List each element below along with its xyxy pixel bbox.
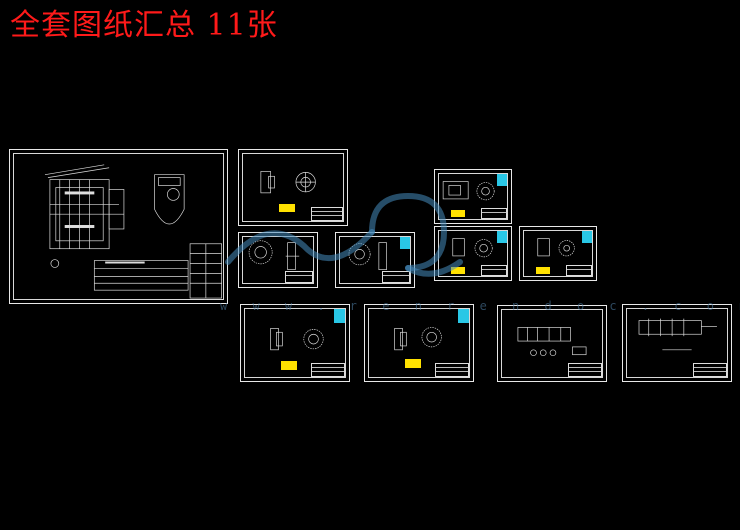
title-block [568,363,602,377]
drawing-sheet-assembly[interactable] [9,149,228,304]
cyan-tag [458,309,469,323]
part-drawing [452,238,493,258]
sheet-border [13,153,224,300]
title-block [481,265,507,276]
watermark-url: w w w . r e n r e n d o c . c o m [220,299,740,313]
drawing-sheet-part-9[interactable] [497,305,607,382]
part-drawing [537,238,575,257]
drawing-sheet-part-5[interactable] [434,226,512,281]
sheet-border [368,308,470,378]
title-block [382,271,410,283]
sheet-border [626,308,728,378]
page-title: 全套图纸汇总 11张 [10,8,278,43]
note-label [405,359,421,368]
drawing-sheet-part-2[interactable] [238,232,318,288]
drawing-sheet-part-7[interactable] [240,304,350,382]
assembly-drawing [44,164,222,299]
cyan-tag [334,309,345,323]
title-block [311,207,343,221]
note-label [451,267,465,274]
note-label [281,361,297,370]
drawing-sheet-part-6[interactable] [519,226,597,281]
note-label [279,204,295,212]
sheet-border [242,153,344,222]
part-drawing [517,327,587,357]
part-drawing [442,181,495,201]
title-block [566,265,592,276]
part-drawing [260,171,316,194]
drawing-sheet-part-8[interactable] [364,304,474,382]
drawing-sheet-part-3[interactable] [335,232,415,288]
drawing-sheet-part-4[interactable] [434,169,512,224]
sheet-border [244,308,346,378]
cyan-tag [497,174,507,186]
part-drawing [394,327,442,351]
note-label [451,210,465,217]
part-drawing [270,328,324,351]
sheet-border [523,230,593,277]
cyan-tag [582,231,592,243]
title-block [481,208,507,219]
sheet-border [501,309,603,378]
title-block [435,363,469,377]
drawing-sheet-part-1[interactable] [238,149,348,226]
cyan-tag [497,231,507,243]
title-block [311,363,345,377]
title-block [285,271,313,283]
part-drawing [638,318,717,351]
title-block [693,363,727,377]
drawing-sheet-part-10[interactable] [622,304,732,382]
note-label [536,267,550,274]
